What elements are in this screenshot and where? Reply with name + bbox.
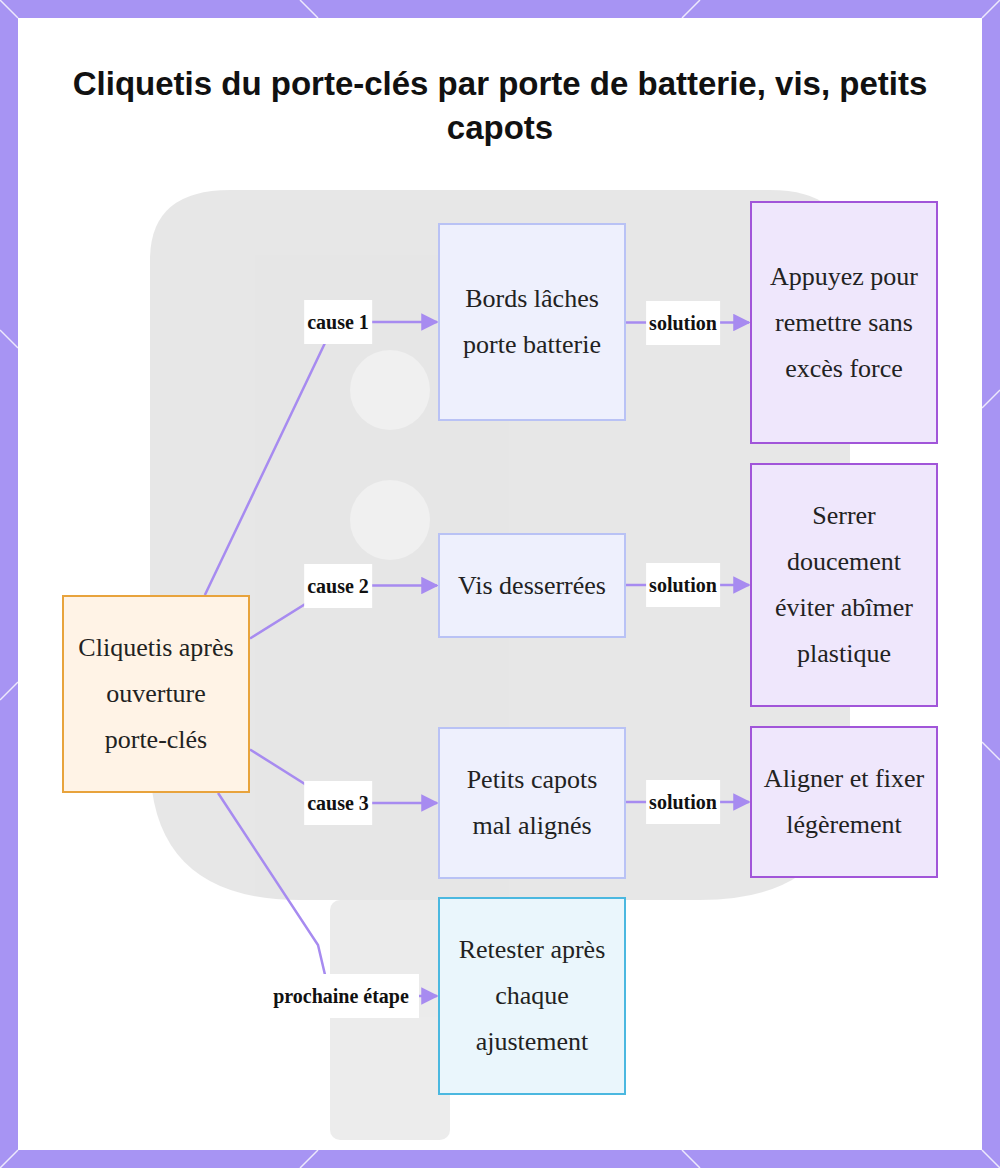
edge-label: solution [646, 780, 720, 824]
edge-label: prochaine étape [263, 974, 419, 1018]
edge-label: cause 3 [304, 781, 372, 825]
node-text: Appuyez pour remettre sans excès force [752, 248, 936, 398]
solution-box: Aligner et fixer légèrement [750, 726, 938, 878]
solution-box: Serrer doucement éviter abîmer plastique [750, 463, 938, 707]
cause-box: Bords lâches porte batterie [438, 223, 626, 421]
node-text: Serrer doucement éviter abîmer plastique [752, 487, 936, 683]
node-text: Bords lâches porte batterie [440, 270, 624, 374]
node-text: Petits capots mal alignés [440, 751, 624, 855]
problem-box: Cliquetis après ouverture porte-clés [62, 595, 250, 793]
diagram-title: Cliquetis du porte-clés par porte de bat… [60, 62, 940, 150]
edge-label: solution [646, 301, 720, 345]
solution-box: Appuyez pour remettre sans excès force [750, 201, 938, 444]
edge-label: solution [646, 563, 720, 607]
faded-key-fob [150, 190, 850, 1140]
node-text: Vis desserrées [448, 557, 616, 615]
node-text: Retester après chaque ajustement [440, 921, 624, 1071]
cause-box: Petits capots mal alignés [438, 727, 626, 879]
connector-arrow [205, 322, 437, 595]
cause-box: Vis desserrées [438, 533, 626, 638]
white-panel [18, 18, 982, 1150]
node-text: Aligner et fixer légèrement [752, 750, 936, 854]
edge-label: cause 1 [304, 300, 372, 344]
next-step-box: Retester après chaque ajustement [438, 897, 626, 1095]
edge-label: cause 2 [304, 564, 372, 608]
node-text: Cliquetis après ouverture porte-clés [64, 619, 248, 769]
